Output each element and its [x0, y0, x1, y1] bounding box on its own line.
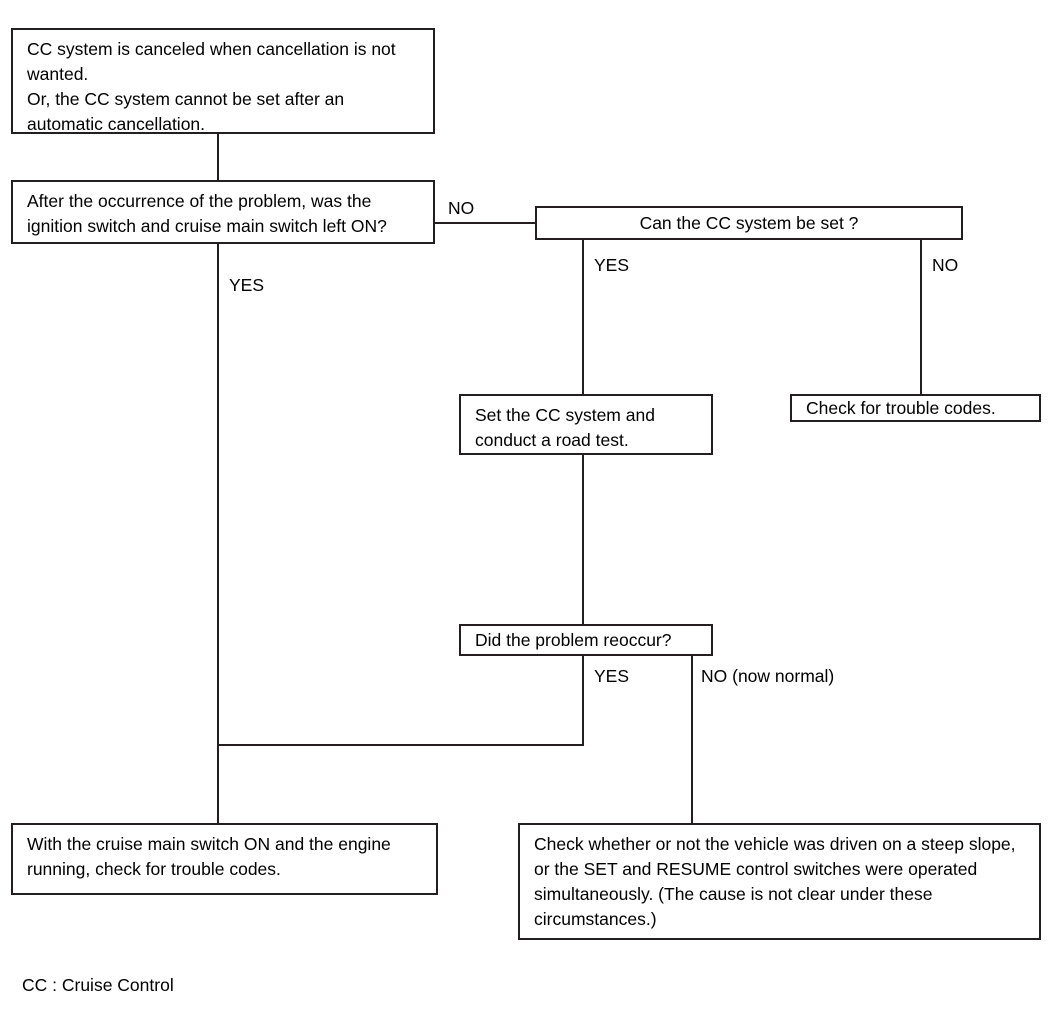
edge-label-canset-yes: YES: [594, 255, 630, 275]
connector-ignition-yes-vertical: [217, 244, 219, 825]
node-question-ignition: After the occurrence of the problem, was…: [11, 180, 435, 244]
edge-label-ignition-no: NO: [448, 198, 475, 218]
node-action-check-trouble-codes-right-text: Check for trouble codes.: [806, 397, 996, 418]
connector-reoccur-yes-horizontal: [217, 744, 584, 746]
connector-reoccur-no-vertical: [691, 656, 693, 825]
edge-label-reoccur-no: NO (now normal): [701, 666, 835, 686]
node-question-reoccur-text: Did the problem reoccur?: [475, 629, 672, 650]
node-question-reoccur: Did the problem reoccur?: [459, 624, 713, 656]
legend-footnote: CC : Cruise Control: [22, 975, 174, 995]
node-question-can-set-text: Can the CC system be set ?: [639, 212, 859, 233]
node-action-cruise-main-on: With the cruise main switch ON and the e…: [11, 823, 438, 895]
connector-ignition-no-horizontal: [435, 222, 537, 224]
connector-reoccur-yes-vertical: [582, 656, 584, 746]
edge-label-canset-no: NO: [932, 255, 959, 275]
node-symptom: CC system is canceled when cancellation …: [11, 28, 435, 134]
connector-canset-yes-vertical: [582, 240, 584, 396]
connector-canset-no-vertical: [920, 240, 922, 396]
node-question-can-set: Can the CC system be set ?: [535, 206, 963, 240]
edge-label-ignition-yes: YES: [229, 275, 265, 295]
node-action-set-and-road-test-text: Set the CC system and conduct a road tes…: [475, 405, 655, 450]
node-action-set-and-road-test: Set the CC system and conduct a road tes…: [459, 394, 713, 455]
connector-roadtest-to-reoccur: [582, 455, 584, 626]
node-symptom-text: CC system is canceled when cancellation …: [27, 39, 396, 134]
edge-label-reoccur-yes: YES: [594, 666, 630, 686]
node-action-check-steep-slope-text: Check whether or not the vehicle was dri…: [534, 834, 1016, 929]
node-question-ignition-text: After the occurrence of the problem, was…: [27, 191, 387, 236]
node-action-check-steep-slope: Check whether or not the vehicle was dri…: [518, 823, 1041, 940]
connector-symptom-to-ignition: [217, 134, 219, 182]
node-action-check-trouble-codes-right: Check for trouble codes.: [790, 394, 1041, 422]
node-action-cruise-main-on-text: With the cruise main switch ON and the e…: [27, 834, 391, 879]
